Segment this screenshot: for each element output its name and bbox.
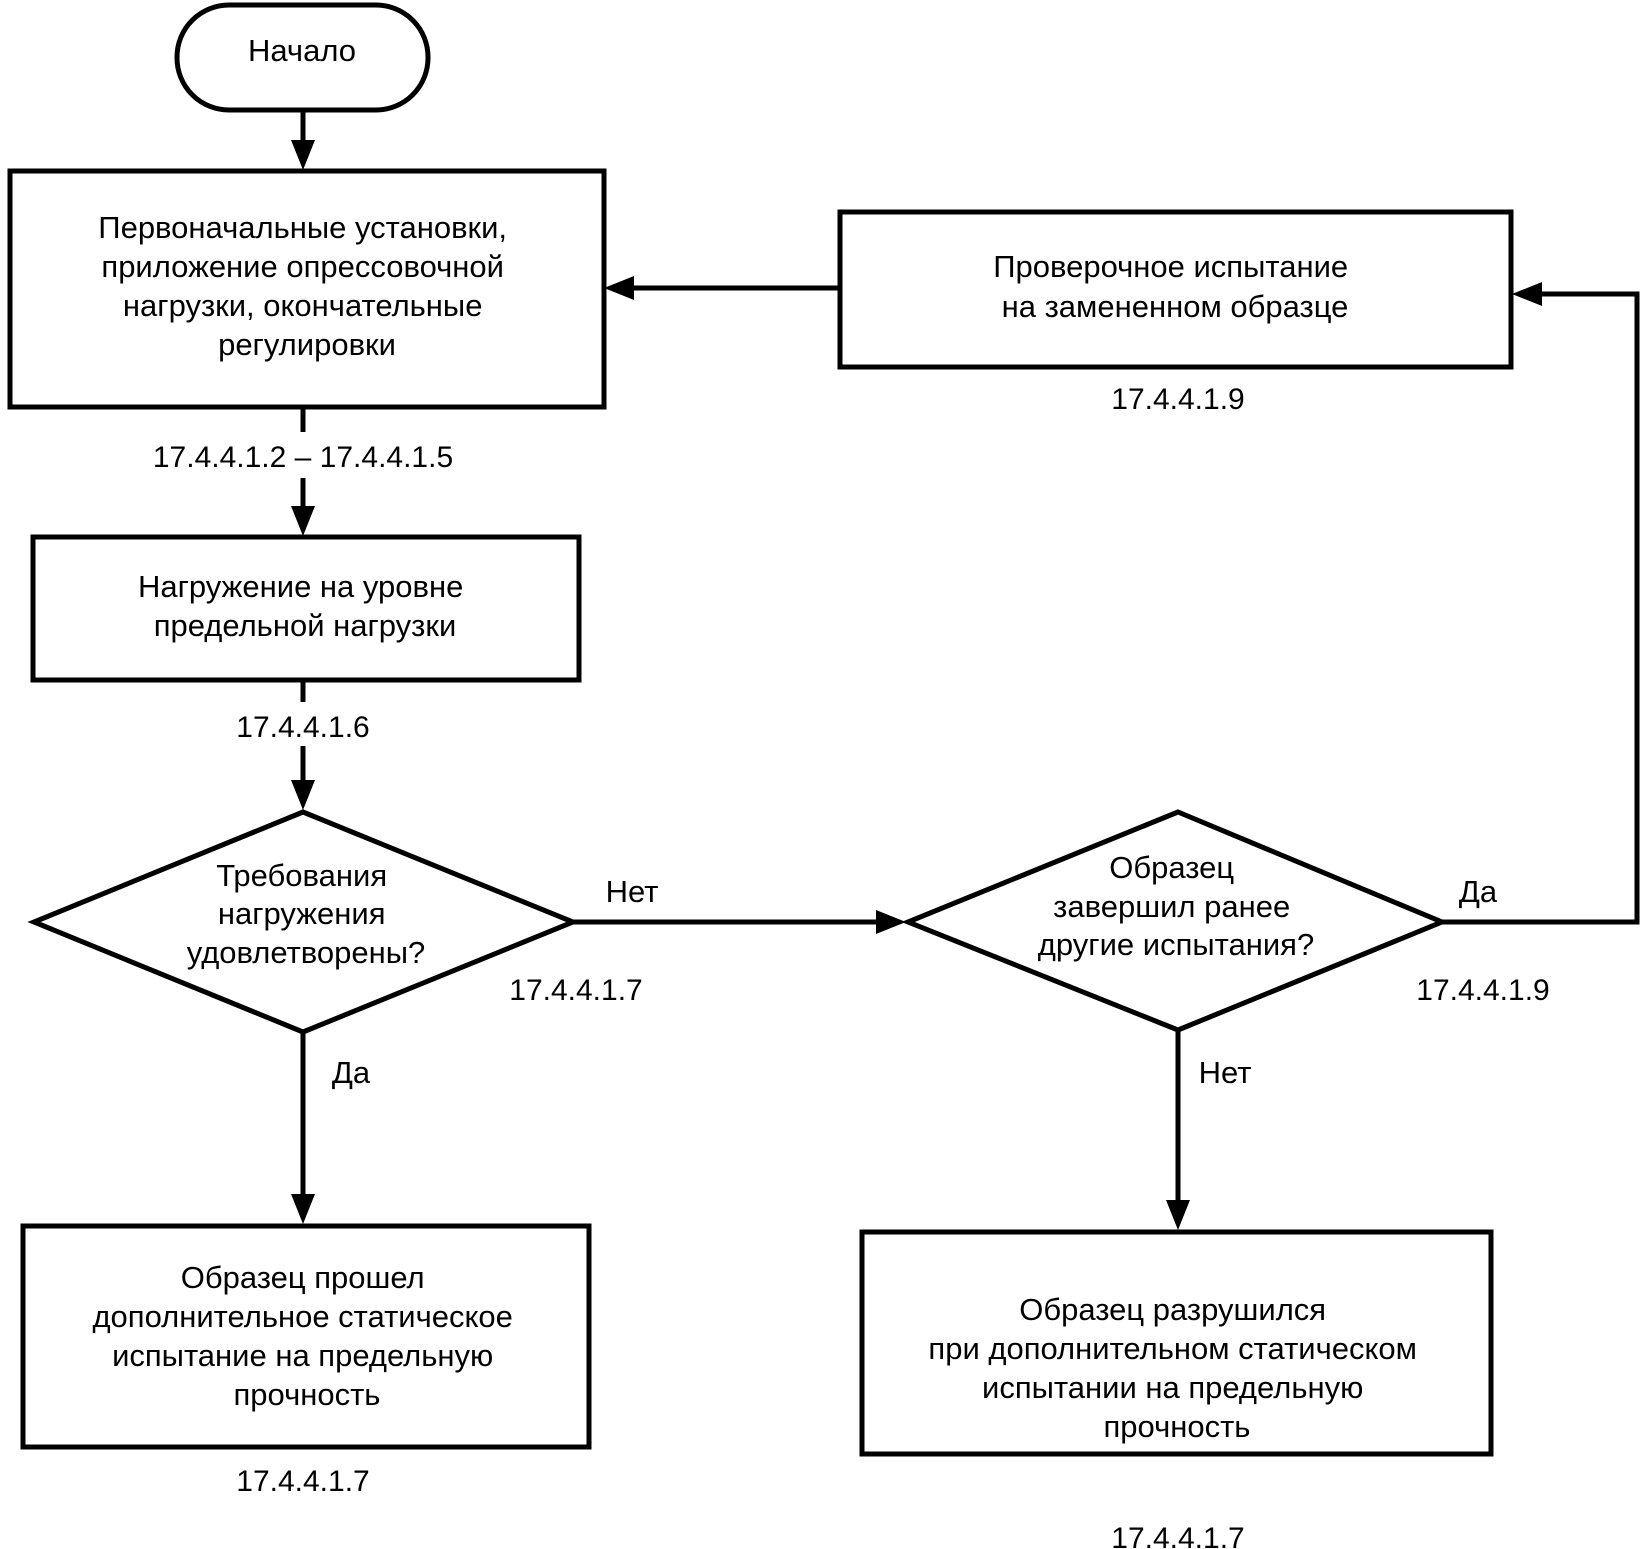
ref-failed: 17.4.4.1.7 bbox=[1111, 1522, 1244, 1549]
load-line-1: Нагружение на уровне bbox=[138, 569, 463, 604]
start-terminator bbox=[174, 2, 431, 113]
failed-line-2: при дополнительном статическом bbox=[928, 1331, 1417, 1366]
passed-line-2: дополнительное статическое bbox=[92, 1299, 512, 1334]
arrowhead-verify bbox=[1512, 282, 1542, 306]
verify-line-2: на замененном образце bbox=[1002, 289, 1349, 324]
arrowhead-decision1 bbox=[291, 780, 315, 810]
arrowhead-setup bbox=[291, 140, 315, 170]
ref-load: 17.4.4.1.6 bbox=[236, 711, 369, 744]
decision1-diamond bbox=[27, 809, 580, 1035]
arrowhead-passed bbox=[291, 1194, 315, 1224]
decision2-line-3: другие испытания? bbox=[1038, 927, 1314, 962]
failed-line-3: испытании на предельную bbox=[982, 1370, 1363, 1405]
arrowhead-load bbox=[291, 506, 315, 536]
decision2-diamond bbox=[901, 809, 1449, 1033]
arrowhead-setup-left bbox=[604, 276, 634, 300]
passed-line-4: прочность bbox=[234, 1377, 381, 1412]
label-decision2-yes: Да bbox=[1459, 874, 1498, 909]
ref-decision1: 17.4.4.1.7 bbox=[509, 974, 642, 1007]
setup-line-3: нагрузки, окончательные bbox=[123, 288, 483, 323]
edge-decision2-verify bbox=[1442, 291, 1640, 925]
ref-verify: 17.4.4.1.9 bbox=[1111, 383, 1244, 416]
start-label: Начало bbox=[248, 33, 356, 68]
label-decision1-yes: Да bbox=[332, 1055, 371, 1090]
verify-box bbox=[837, 209, 1514, 370]
setup-box-text: Первоначальные установки, приложение опр… bbox=[98, 210, 515, 362]
passed-box bbox=[20, 1223, 592, 1450]
arrowhead-failed bbox=[1166, 1200, 1190, 1230]
passed-line-1: Образец прошел bbox=[181, 1260, 425, 1295]
ref-decision2: 17.4.4.1.9 bbox=[1416, 974, 1549, 1007]
failed-box-text: Образец разрушился при дополнительном ст… bbox=[928, 1292, 1425, 1444]
load-box-text: Нагружение на уровне предельной нагрузки bbox=[138, 569, 472, 643]
setup-line-4: регулировки bbox=[218, 327, 396, 362]
setup-line-1: Первоначальные установки, bbox=[98, 210, 507, 245]
arrowhead-decision2 bbox=[876, 910, 906, 934]
setup-box bbox=[7, 168, 607, 410]
decision1-text: Требования нагружения удовлетворены? bbox=[187, 858, 426, 970]
decision1-line-1: Требования bbox=[216, 858, 387, 893]
load-line-2: предельной нагрузки bbox=[154, 608, 457, 643]
load-box bbox=[30, 534, 582, 683]
label-decision2-no: Нет bbox=[1199, 1055, 1252, 1090]
decision1-line-2: нагружения bbox=[218, 896, 386, 931]
decision2-text: Образец завершил ранее другие испытания? bbox=[1038, 850, 1314, 962]
verify-line-1: Проверочное испытание bbox=[993, 249, 1348, 284]
setup-line-2: приложение опрессовочной bbox=[101, 249, 504, 284]
passed-box-text: Образец прошел дополнительное статическо… bbox=[92, 1260, 521, 1412]
failed-line-4: прочность bbox=[1104, 1409, 1251, 1444]
failed-box bbox=[859, 1229, 1494, 1457]
decision2-line-1: Образец bbox=[1109, 850, 1234, 885]
failed-line-1: Образец разрушился bbox=[1019, 1292, 1326, 1327]
label-decision1-no: Нет bbox=[606, 874, 659, 909]
decision2-line-2: завершил ранее bbox=[1053, 889, 1290, 924]
passed-line-3: испытание на предельную bbox=[112, 1338, 493, 1373]
verify-box-text: Проверочное испытание на замененном обра… bbox=[993, 249, 1357, 324]
ref-passed: 17.4.4.1.7 bbox=[236, 1465, 369, 1498]
decision1-line-3: удовлетворены? bbox=[187, 935, 426, 970]
ref-setup: 17.4.4.1.2 – 17.4.4.1.5 bbox=[153, 441, 453, 474]
